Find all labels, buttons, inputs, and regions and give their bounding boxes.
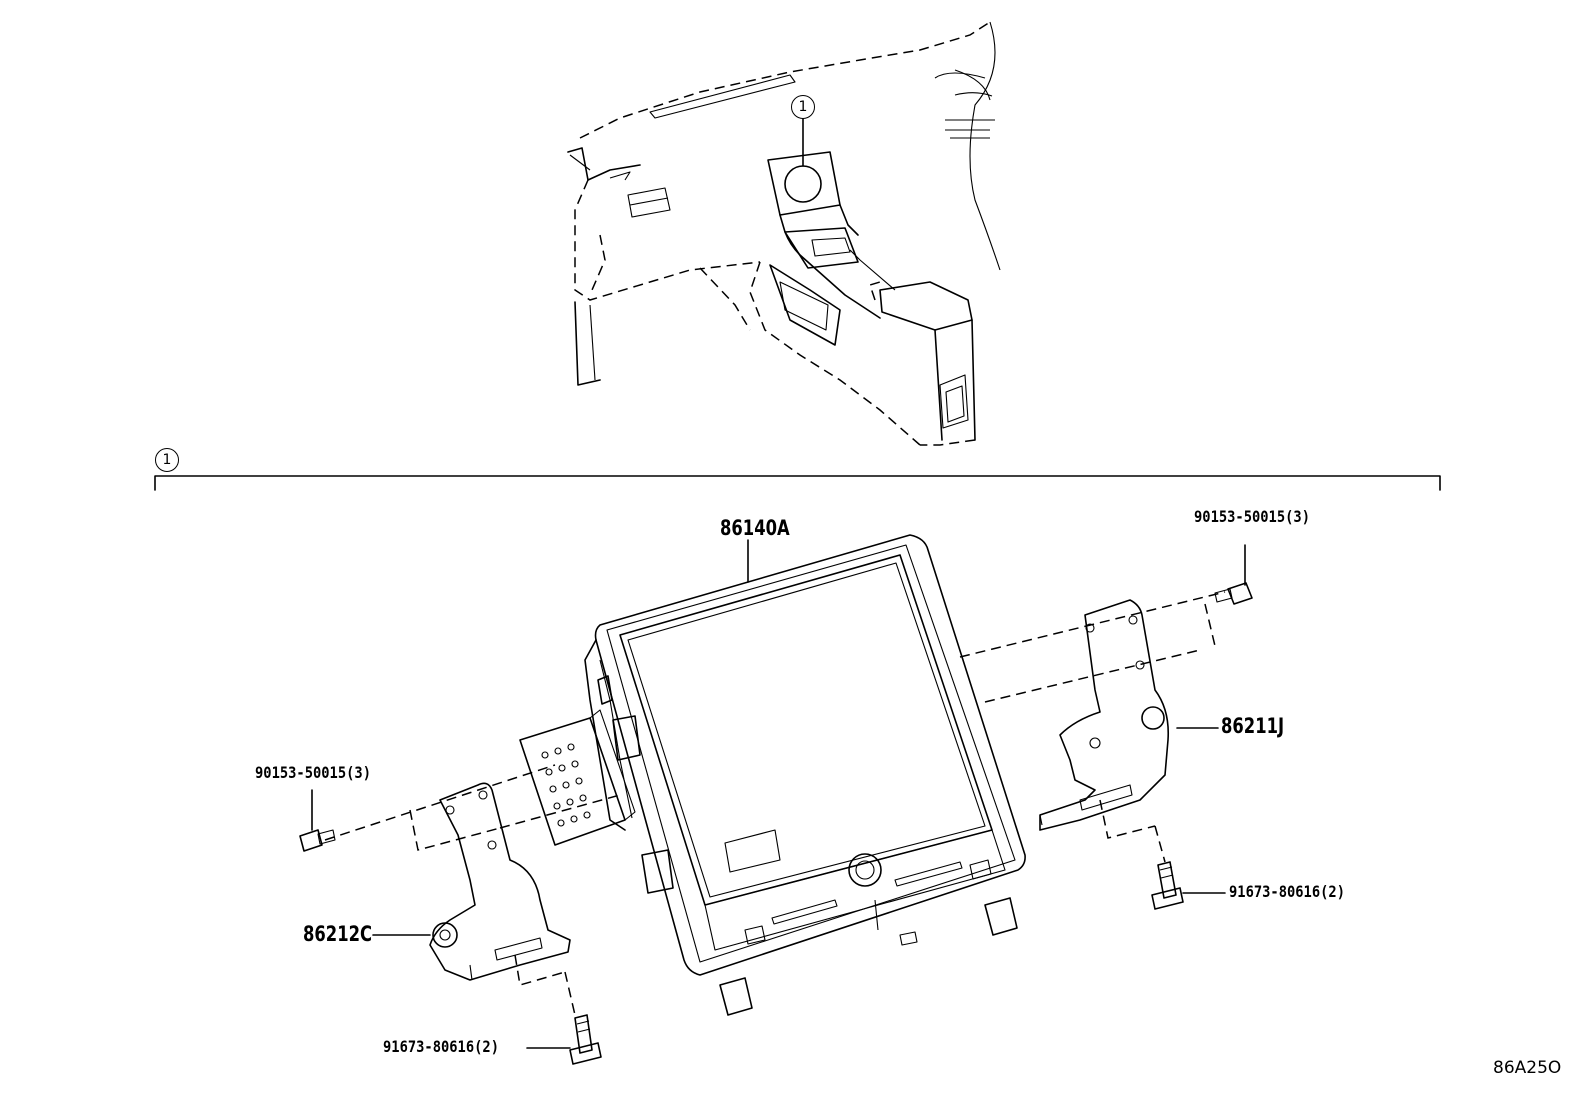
part-label-display[interactable]: 86140A — [720, 516, 790, 540]
dashboard-sketch — [567, 21, 1001, 446]
screw-upper-left — [299, 789, 336, 852]
part-label-bolt-lower-right[interactable]: 91673-80616(2) — [1229, 882, 1345, 901]
bracket-right — [959, 591, 1226, 863]
part-label-screw-upper-left[interactable]: 90153-50015(3) — [255, 763, 371, 782]
callout-ref-assembly: 1 — [155, 448, 179, 472]
part-label-bracket-right[interactable]: 86211J — [1221, 714, 1285, 738]
bolt-lower-right — [1151, 861, 1226, 910]
assembly-bracket-line — [154, 475, 1441, 491]
bolt-lower-left — [526, 1014, 602, 1065]
part-label-bracket-left[interactable]: 86212C — [303, 922, 373, 946]
rear-module — [519, 709, 636, 846]
diagram-code: 86A25O — [1493, 1058, 1562, 1078]
screw-upper-right — [1214, 544, 1253, 605]
display-unit — [584, 534, 1026, 1016]
callout-ref-top: 1 — [791, 95, 815, 119]
part-label-screw-upper-right[interactable]: 90153-50015(3) — [1194, 507, 1310, 526]
bracket-left — [324, 764, 621, 1016]
part-label-bolt-lower-left[interactable]: 91673-80616(2) — [383, 1037, 499, 1056]
